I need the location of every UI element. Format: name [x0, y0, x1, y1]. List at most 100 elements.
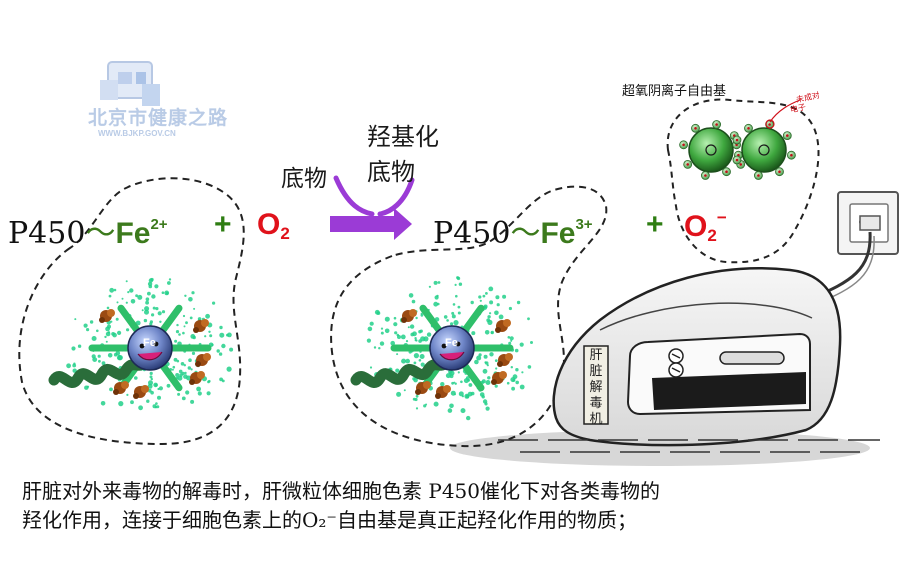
machine-label-char: 脏 [589, 364, 603, 379]
ring-dot [175, 330, 180, 334]
ring-dot [125, 301, 128, 304]
ring-dot [175, 373, 180, 377]
substituent-group [415, 381, 431, 395]
ring-dot [191, 351, 196, 355]
ring-dot [161, 310, 166, 314]
ring-dot [379, 341, 385, 346]
electron-charge-dot [735, 138, 739, 142]
ring-dot [84, 385, 89, 390]
ring-dot [159, 320, 162, 323]
ring-dot [177, 392, 181, 396]
ring-dot [125, 280, 128, 283]
ring-dot [510, 366, 513, 369]
ring-dot [405, 358, 410, 364]
electron-charge-dot [757, 174, 760, 177]
product-equation: P450〜Fe3+ [433, 208, 593, 252]
ring-dot [189, 316, 193, 320]
ring-dot [184, 294, 187, 297]
ring-dot [453, 320, 459, 326]
ring-dot [418, 359, 422, 362]
ring-dot [190, 334, 196, 339]
ring-dot [184, 371, 187, 375]
oxygen-nucleus [705, 144, 717, 156]
ring-dot [182, 314, 186, 318]
ring-dot [454, 393, 456, 396]
ring-dot [411, 299, 416, 304]
ring-dot [393, 322, 398, 327]
ring-dot [176, 359, 180, 363]
ring-dot [489, 300, 494, 305]
product-label-line2: 底物 [367, 158, 415, 186]
ring-dot [73, 362, 76, 365]
ring-dot [149, 371, 153, 375]
ring-dot [447, 408, 453, 413]
ring-dot [495, 367, 498, 370]
ring-dot [126, 328, 130, 332]
ring-dot [515, 380, 519, 385]
ring-dot [449, 403, 454, 409]
ring-dot [205, 313, 210, 319]
ring-dot [143, 318, 148, 323]
ring-dot [182, 331, 185, 335]
ring-dot [154, 284, 159, 289]
ring-dot [193, 307, 196, 310]
heme-core-label-reactant: Fe [143, 337, 156, 349]
ring-dot [455, 294, 458, 298]
reactant-enzyme: P450 [8, 216, 86, 251]
ring-dot [502, 294, 507, 299]
heme-molecule-product [350, 276, 533, 421]
ring-dot [509, 336, 514, 341]
ring-dot [483, 304, 488, 309]
ring-dot [420, 313, 424, 317]
ring-dot [414, 397, 418, 402]
ring-dot [185, 390, 190, 395]
ring-dot [150, 377, 153, 381]
ring-dot [401, 358, 407, 364]
ring-dot [420, 362, 425, 367]
ring-dot [483, 354, 488, 359]
ring-dot [530, 341, 533, 344]
ring-dot [147, 281, 153, 287]
liver-detox-machine [450, 267, 880, 466]
ring-dot [91, 354, 96, 359]
ring-dot [510, 339, 513, 342]
ring-dot [412, 377, 416, 381]
ring-dot [89, 320, 94, 324]
ring-dot [112, 332, 117, 338]
ring-dot [396, 353, 399, 356]
ring-dot [185, 321, 188, 325]
ring-dot [400, 334, 406, 340]
ring-dot [180, 362, 185, 366]
ring-dot [71, 346, 76, 351]
ring-dot [219, 325, 223, 330]
product-label-line1: 羟基化 [367, 123, 439, 151]
ring-dot [176, 323, 179, 327]
protein-helix [48, 358, 148, 388]
electron-charge-dot [735, 158, 739, 162]
ring-dot [458, 282, 463, 286]
ring-dot [173, 357, 178, 362]
ring-dot [410, 332, 415, 337]
ring-dot [188, 297, 193, 302]
ring-dot [226, 333, 229, 337]
ring-dot [415, 407, 419, 410]
ring-dot [127, 291, 130, 294]
machine-label-char: 毒 [589, 396, 603, 411]
reactant-oxygen-sub: 2 [280, 224, 290, 243]
ring-dot [454, 382, 457, 385]
product-iron-symbol: Fe [540, 217, 576, 250]
substituent-group [133, 385, 149, 399]
ring-dot [108, 294, 112, 298]
ring-dot [403, 389, 406, 392]
ring-dot [183, 374, 188, 379]
ring-dot [216, 349, 220, 353]
ring-dot [113, 352, 118, 357]
ring-dot [219, 332, 225, 338]
ring-dot [487, 376, 491, 380]
ring-dot [519, 342, 524, 347]
ring-dot [498, 314, 504, 320]
ring-dot [190, 399, 195, 404]
electron-charge-dot [694, 127, 697, 130]
ring-dot [419, 354, 425, 359]
